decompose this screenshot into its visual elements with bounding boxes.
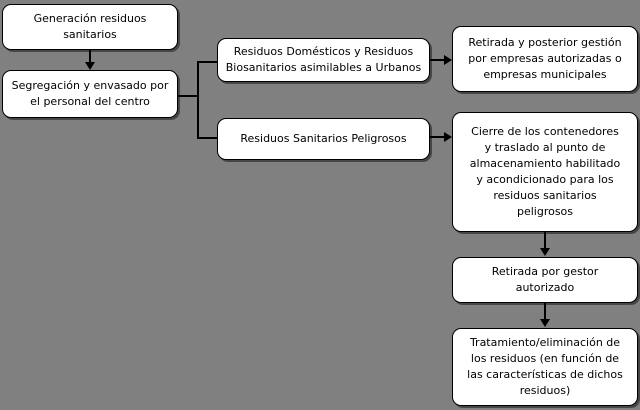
connector-peligrosos-to-cierre-line: [430, 136, 446, 138]
node-tratamiento-eliminacion-residuos: Tratamiento/eliminación de los residuos …: [452, 328, 638, 406]
connector-generacion-to-segregacion-arrow: [85, 62, 95, 70]
connector-domesticos-to-retirada-arrow: [444, 55, 452, 65]
connector-fork-spine: [197, 61, 199, 139]
connector-generacion-to-segregacion-line: [89, 50, 91, 63]
connector-fork-to-peligrosos: [197, 137, 218, 139]
node-generacion-residuos-sanitarios: Generación residuos sanitarios: [2, 4, 178, 50]
connector-fork-to-domesticos: [197, 61, 218, 63]
node-retirada-por-gestor-autorizado: Retirada por gestor autorizado: [452, 257, 638, 303]
connector-cierre-to-gestor-arrow: [540, 248, 550, 256]
connector-gestor-to-tratamiento-line: [544, 303, 546, 321]
node-segregacion-envasado: Segregación y envasado por el personal d…: [2, 70, 178, 118]
connector-peligrosos-to-cierre-arrow: [444, 132, 452, 142]
node-residuos-sanitarios-peligrosos: Residuos Sanitarios Peligrosos: [217, 118, 430, 160]
connector-gestor-to-tratamiento-arrow: [540, 319, 550, 327]
connector-domesticos-to-retirada-line: [430, 59, 446, 61]
connector-segregacion-stub: [178, 95, 199, 97]
node-residuos-domesticos-biosanitarios: Residuos Domésticos y Residuos Biosanita…: [217, 38, 430, 82]
connector-cierre-to-gestor-line: [544, 232, 546, 250]
node-cierre-contenedores-traslado: Cierre de los contenedores y traslado al…: [452, 112, 638, 232]
node-retirada-posterior-gestion: Retirada y posterior gestión por empresa…: [452, 26, 638, 92]
